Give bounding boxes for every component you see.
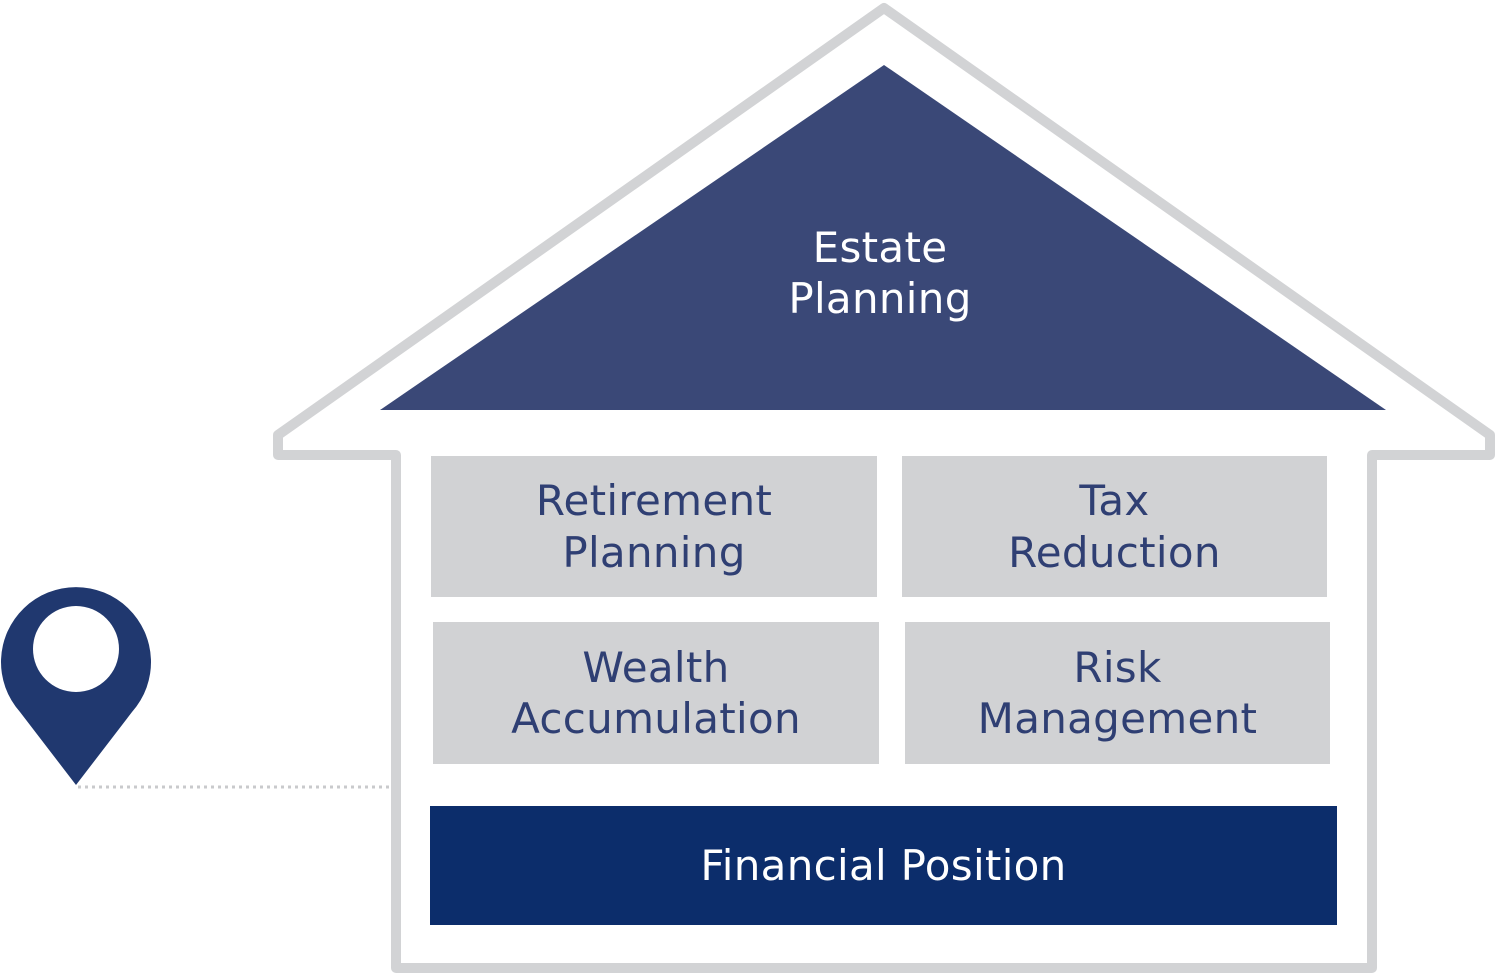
foundation-block [430,806,1337,925]
estate-planning-line1: Estate [812,222,948,272]
retirement-planning-line1: Retirement [535,476,773,526]
tax-reduction-line2: Reduction [1008,527,1221,577]
risk-management-line2: Management [977,694,1258,743]
estate-planning-label: Estate Planning [680,208,1080,338]
wealth-accumulation-line1: Wealth [582,642,730,692]
tax-reduction-label: Tax Reduction [902,456,1327,597]
tax-reduction-line1: Tax [1079,476,1150,526]
house-outline [273,3,1495,973]
financial-position-label: Financial Position [430,806,1337,925]
roof-triangle [380,65,1386,410]
retirement-planning-label: Retirement Planning [431,456,877,597]
financial-position-text: Financial Position [700,840,1067,890]
risk-management-line1: Risk [1073,642,1162,692]
risk-block [905,622,1330,764]
risk-management-label: Risk Management [905,622,1330,764]
retirement-planning-line2: Planning [562,527,746,577]
map-pin-icon [1,587,152,785]
wealth-accumulation-line2: Accumulation [511,694,801,743]
estate-planning-line2: Planning [788,274,972,323]
wealth-accumulation-label: Wealth Accumulation [433,622,879,764]
retirement-block [431,456,877,597]
tax-block [902,456,1327,597]
wealth-block [433,622,879,764]
